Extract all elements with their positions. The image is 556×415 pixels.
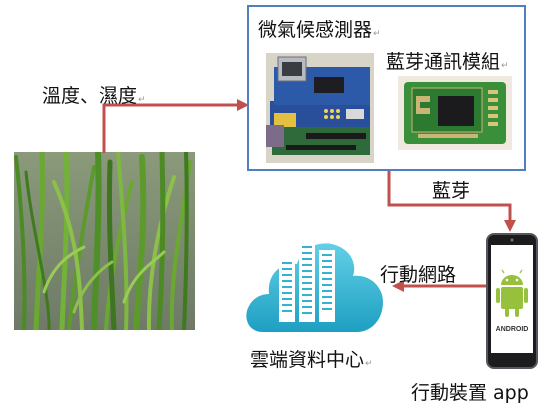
mobile-device-label: 行動裝置 app <box>411 382 529 404</box>
bt-module-label: 藍芽通訊模組↵ <box>386 51 509 73</box>
arrow-plant-to-sensor <box>102 99 249 153</box>
cloud-datacenter-icon <box>246 242 383 332</box>
rice-plant-image <box>14 152 195 330</box>
bt-module-image <box>398 76 512 150</box>
temp-humidity-label: 溫度、濕度↵ <box>42 85 146 107</box>
mobile-network-label: 行動網路 <box>380 264 457 286</box>
bluetooth-label: 藍芽 <box>432 180 471 202</box>
arrow-sensor-to-phone <box>387 171 516 232</box>
sensor-board-image <box>266 53 374 163</box>
micro-sensor-label: 微氣候感測器↵ <box>258 19 381 41</box>
cloud-center-label: 雲端資料中心↵ <box>250 349 373 371</box>
android-phone-image: ANDROID <box>486 233 538 369</box>
sensor-box: 微氣候感測器↵ 藍芽通訊模組↵ <box>247 5 526 171</box>
android-text: ANDROID <box>496 326 529 333</box>
